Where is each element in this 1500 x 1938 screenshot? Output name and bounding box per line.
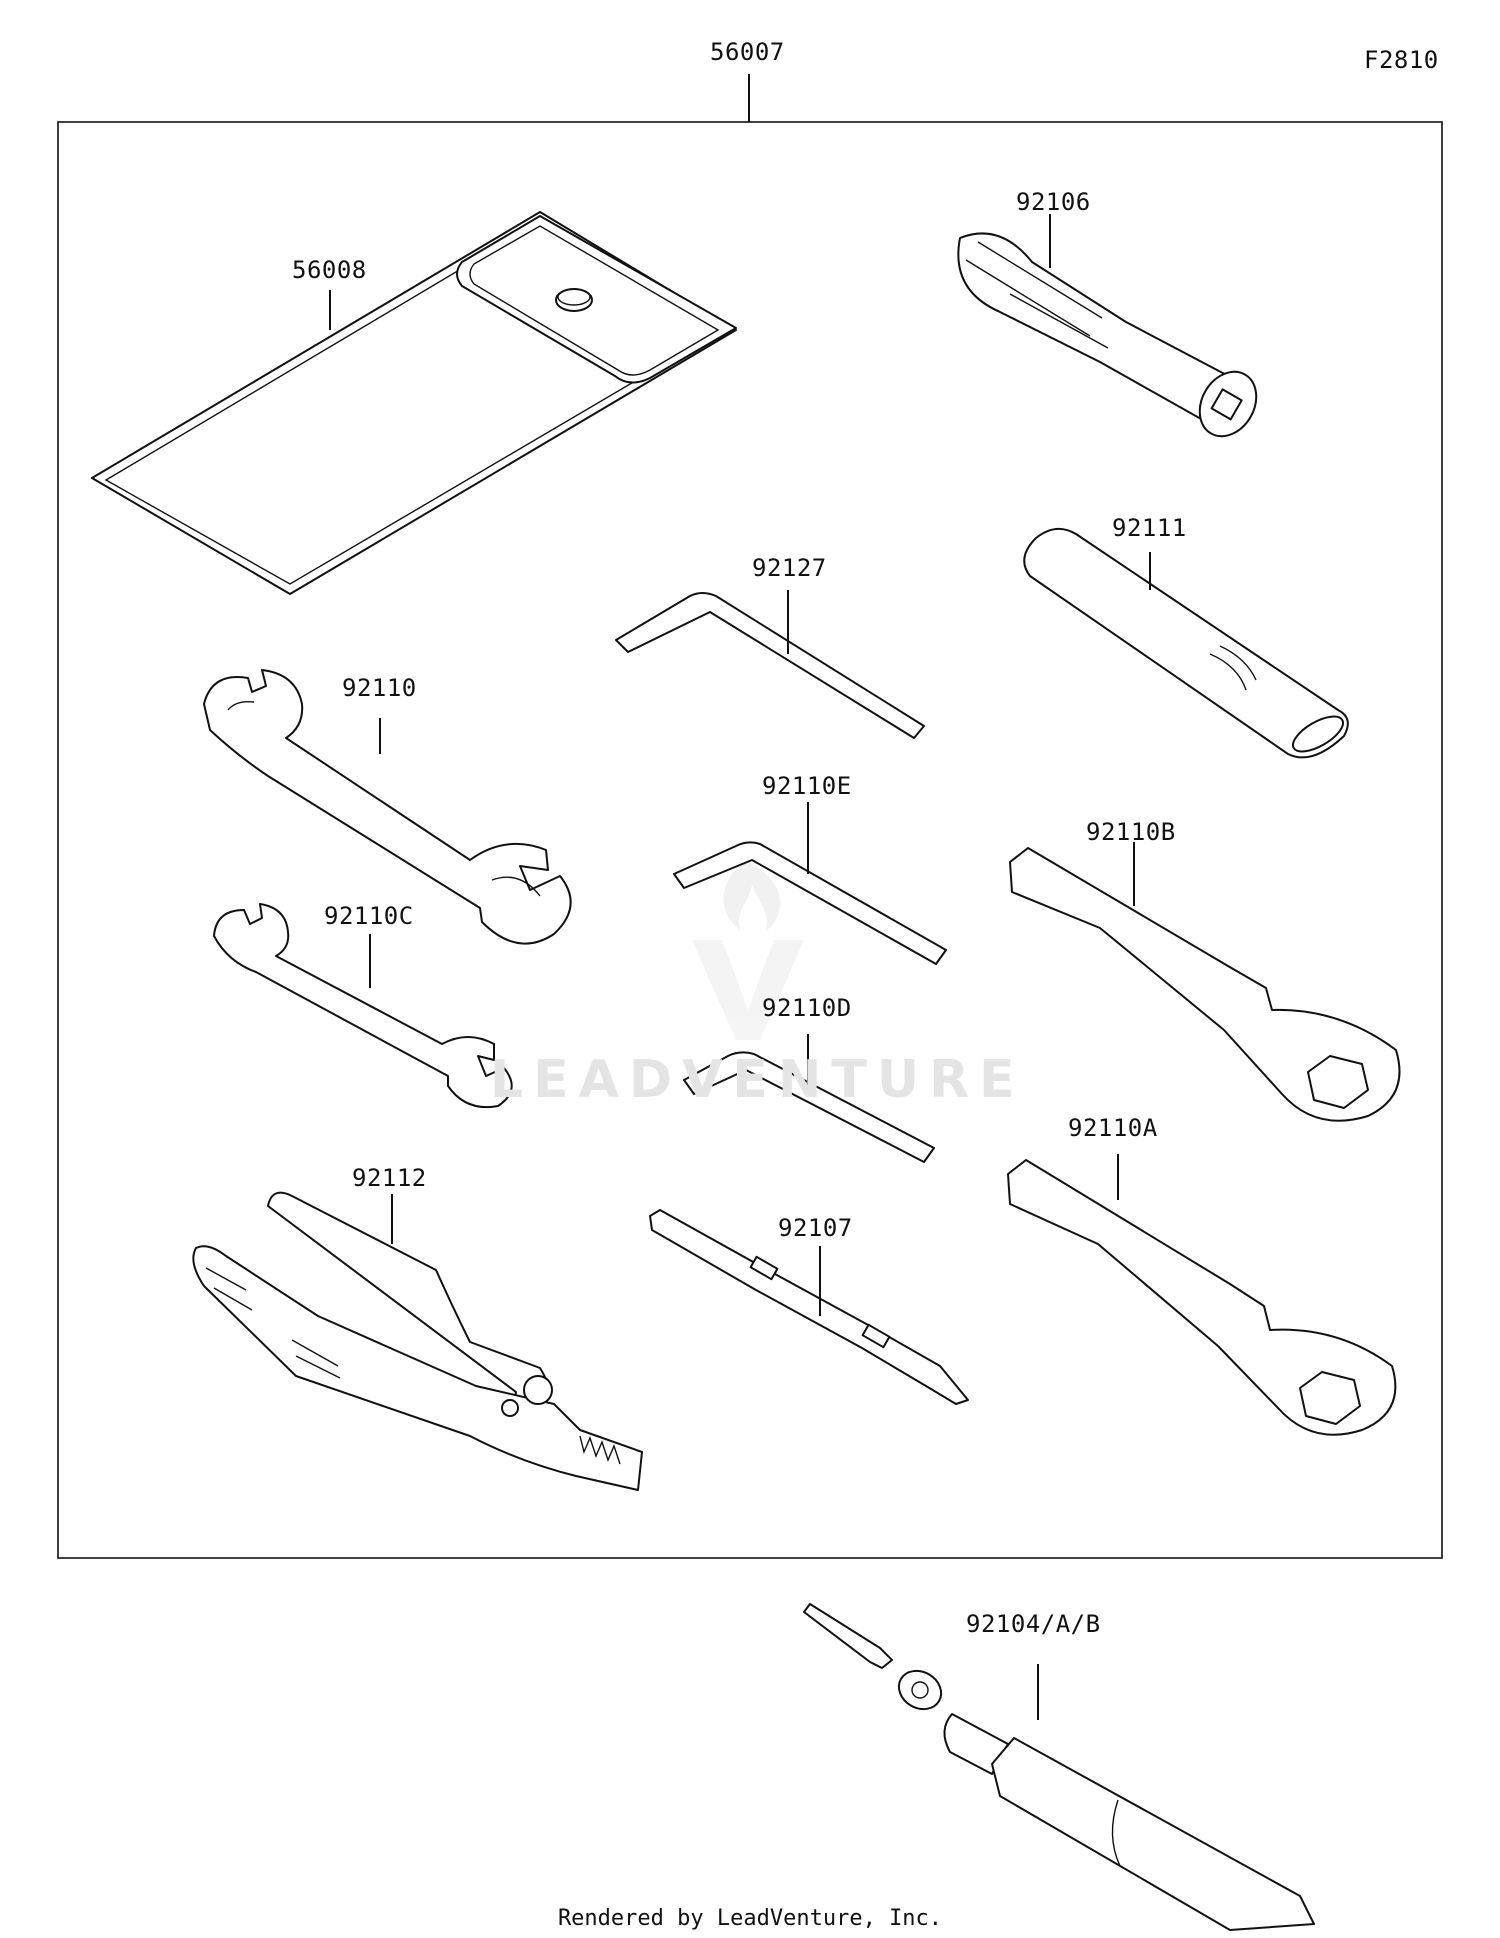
hex-wrench-92127	[615, 590, 925, 739]
part-label-92127: 92127	[752, 554, 827, 582]
watermark-text: LEADVENTURE	[490, 1050, 1025, 1110]
part-label-92110E: 92110E	[762, 772, 852, 800]
hex-wrench-92110D	[683, 1034, 935, 1163]
box-wrench-92110B	[1009, 842, 1401, 1122]
open-end-wrench-92110C	[213, 903, 513, 1108]
part-label-92110C: 92110C	[324, 902, 414, 930]
assembly-label: 56007	[710, 38, 785, 66]
driver-handle	[957, 214, 1258, 438]
part-label-92104: 92104/A/B	[966, 1610, 1101, 1638]
part-label-56008: 56008	[292, 256, 367, 284]
part-label-92110D: 92110D	[762, 994, 852, 1022]
box-wrench-92110A	[1007, 1154, 1397, 1436]
open-end-wrench-92110	[203, 669, 572, 945]
grease-tube	[803, 1603, 1315, 1931]
part-label-92110B: 92110B	[1086, 818, 1176, 846]
part-label-92110: 92110	[342, 674, 417, 702]
pliers	[192, 1191, 643, 1491]
tool-pouch	[91, 211, 737, 595]
part-label-92112: 92112	[352, 1164, 427, 1192]
hex-wrench-92110E	[673, 802, 947, 965]
part-label-92107: 92107	[778, 1214, 853, 1242]
extension-bar	[1023, 527, 1349, 759]
figure-code: F2810	[1364, 46, 1439, 74]
screwdriver	[649, 1209, 969, 1405]
part-label-92110A: 92110A	[1068, 1114, 1158, 1142]
part-label-92106: 92106	[1016, 188, 1091, 216]
part-label-92111: 92111	[1112, 514, 1187, 542]
footer-credit: Rendered by LeadVenture, Inc.	[557, 1906, 943, 1931]
watermark-logo	[692, 860, 804, 1040]
